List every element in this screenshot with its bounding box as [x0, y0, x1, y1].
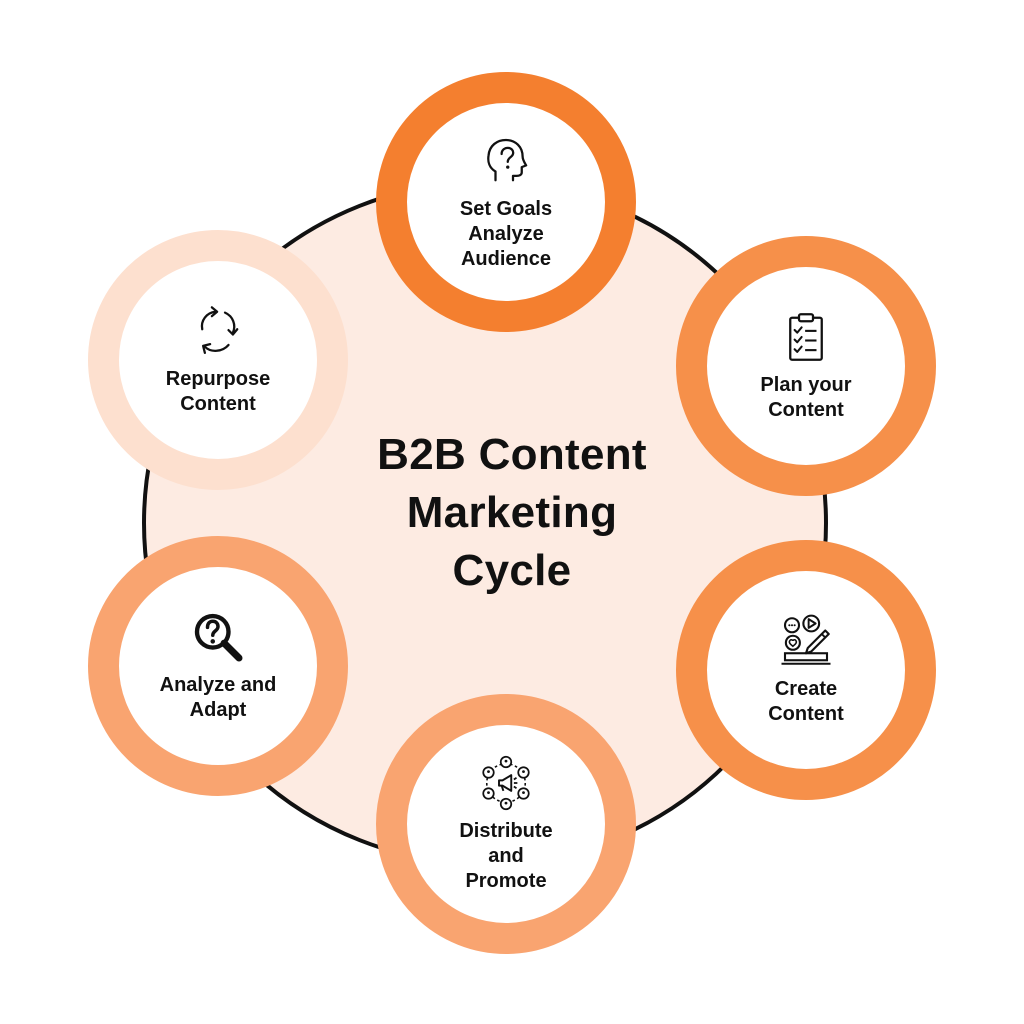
stage-label: Repurpose Content: [166, 367, 270, 417]
stage-create-content: Create Content: [676, 540, 936, 800]
stage-label-line: Analyze and: [159, 674, 277, 696]
recycle-arrows-icon: [200, 306, 239, 355]
stage-label-line: Create: [774, 678, 838, 700]
stage-repurpose-content: Repurpose Content: [88, 230, 348, 490]
stage-label-line: Distribute: [459, 819, 553, 842]
stage-label-line: Promote: [465, 869, 547, 892]
clipboard-checklist-icon: [789, 313, 823, 361]
stage-label-line: Repurpose: [165, 368, 271, 390]
stage-label: Distribute and Promote: [459, 819, 552, 894]
stage-label: Set Goals Analyze Audience: [460, 197, 552, 272]
cycle-title-line-1: B2B Content: [377, 430, 647, 479]
stage-label-line: Adapt: [189, 699, 247, 721]
stage-analyze-adapt: Analyze and Adapt: [88, 536, 348, 796]
stage-label-line: Analyze: [468, 222, 544, 245]
stage-label-line: Content: [180, 393, 256, 415]
network-megaphone-icon: [482, 755, 530, 810]
stage-label-line: Content: [768, 703, 844, 725]
stage-label-line: Content: [768, 399, 844, 421]
stage-label-line: Set Goals: [459, 197, 553, 220]
stage-label: Analyze and Adapt: [160, 673, 277, 723]
thinking-person-icon: [487, 138, 528, 181]
stage-set-goals: Set Goals Analyze Audience: [376, 72, 636, 332]
stage-plan-content: Plan your Content: [676, 236, 936, 496]
stage-label-line: Audience: [460, 247, 551, 270]
cycle-title-line-3: Cycle: [452, 546, 572, 595]
stage-label-line: Plan your: [760, 374, 852, 396]
stage-distribute-promote: Distribute and Promote: [376, 694, 636, 954]
content-creation-icon: [781, 614, 831, 665]
stage-label-line: and: [488, 844, 524, 867]
cycle-title: B2B Content Marketing Cycle: [312, 426, 712, 600]
stage-label: Create Content: [768, 677, 844, 727]
cycle-title-line-2: Marketing: [406, 488, 618, 537]
stage-label: Plan your Content: [760, 373, 851, 423]
magnifier-question-icon: [194, 613, 243, 662]
